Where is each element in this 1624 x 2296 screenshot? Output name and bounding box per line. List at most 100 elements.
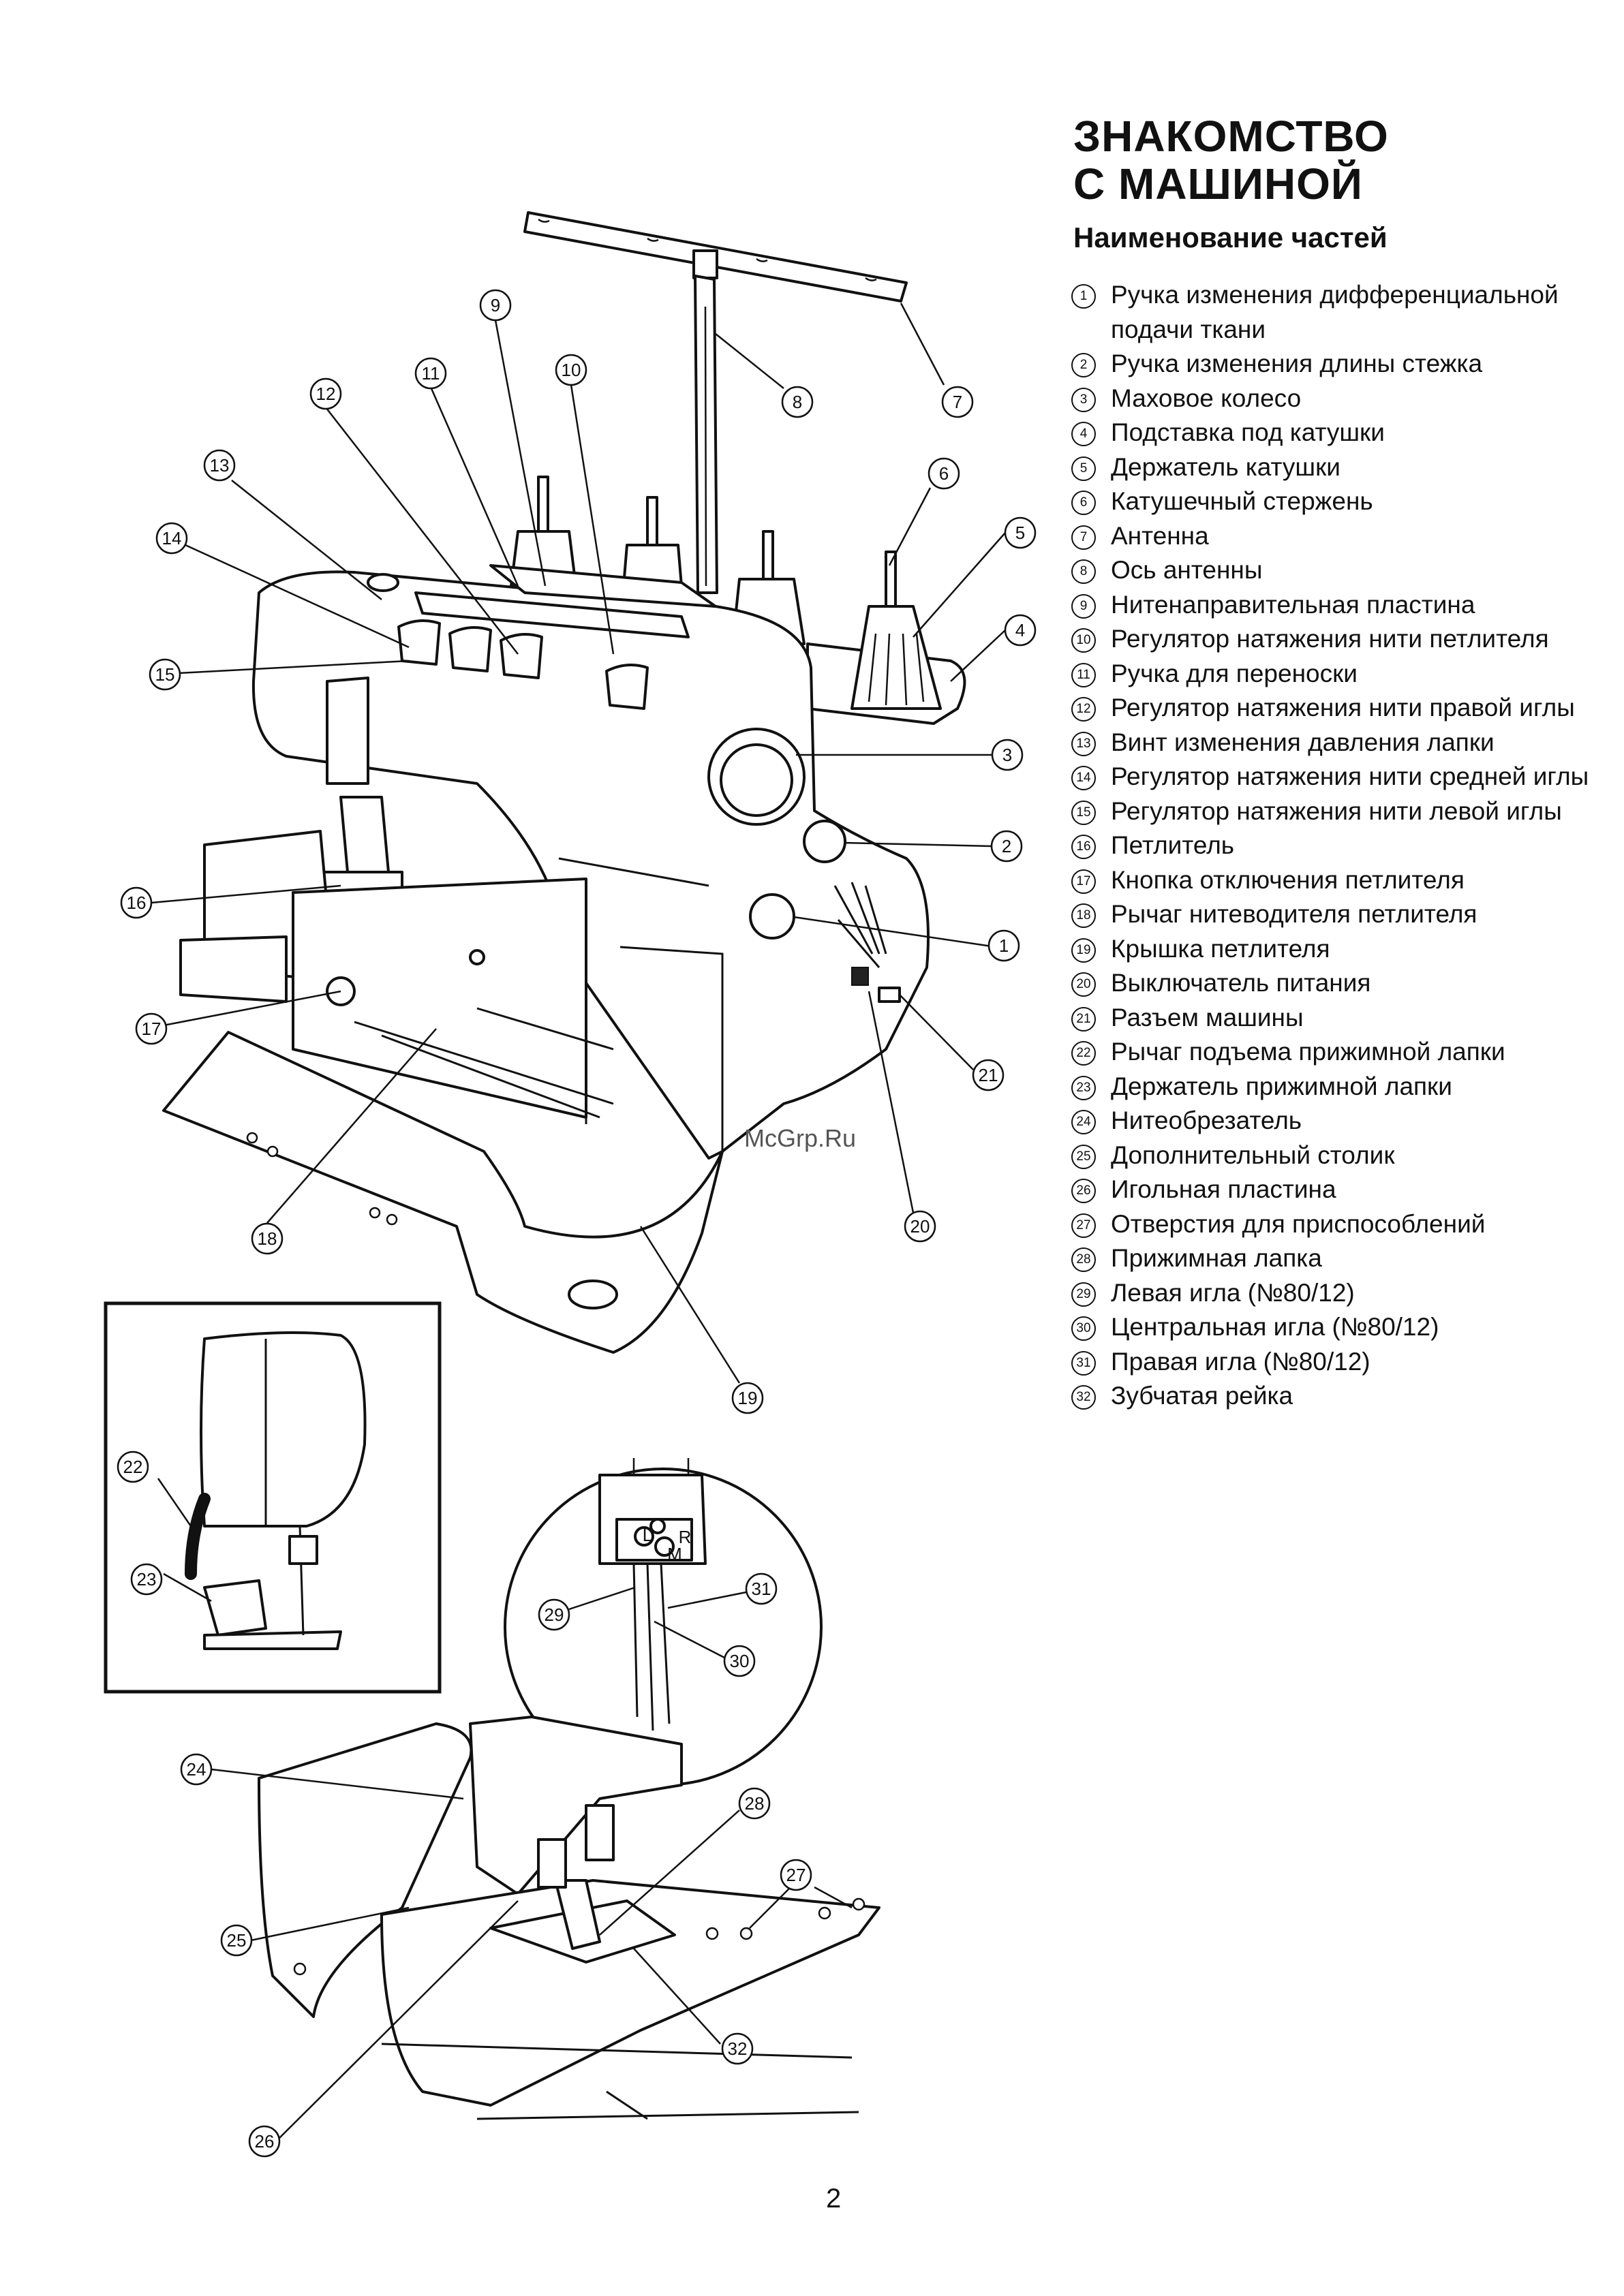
callout-6: 6	[928, 457, 960, 490]
part-number-badge: 32	[1071, 1385, 1096, 1410]
callout-31: 31	[745, 1572, 778, 1605]
part-number-badge: 31	[1071, 1350, 1096, 1376]
inset-presser-lever-drawing	[104, 1301, 442, 1694]
callout-8: 8	[781, 386, 814, 418]
part-number-badge: 1	[1071, 284, 1096, 309]
part-number-badge: 3	[1071, 387, 1096, 412]
part-number-badge: 18	[1071, 903, 1096, 928]
callout-13: 13	[203, 449, 236, 482]
part-number-badge: 26	[1071, 1179, 1096, 1203]
part-label: Зубчатая рейка	[1111, 1382, 1293, 1410]
part-label: Петлитель	[1111, 831, 1235, 859]
callout-14: 14	[155, 522, 188, 555]
svg-text:3: 3	[1002, 745, 1012, 765]
parts-list-item: 8 Ось антенны	[1071, 553, 1610, 588]
svg-text:15: 15	[155, 664, 175, 685]
callout-5: 5	[1004, 516, 1037, 549]
part-number-badge: 21	[1071, 1006, 1096, 1031]
callout-29: 29	[538, 1598, 570, 1631]
parts-list-item: 32 Зубчатая рейка	[1071, 1379, 1610, 1414]
machine-bed-drawing	[179, 830, 614, 1119]
parts-list-item: 18 Рычаг нитеводителя петлителя	[1071, 897, 1610, 932]
part-number-badge: 20	[1071, 972, 1096, 997]
parts-list-item: 28 Прижимная лапка	[1071, 1241, 1610, 1276]
svg-text:7: 7	[953, 392, 962, 412]
spools-drawing	[510, 476, 942, 710]
part-label: Маховое колесо	[1111, 384, 1302, 412]
part-number-badge: 25	[1071, 1144, 1096, 1169]
part-label: Катушечный стержень	[1111, 487, 1373, 515]
svg-text:30: 30	[730, 1651, 750, 1671]
callout-18: 18	[251, 1222, 284, 1255]
svg-text:11: 11	[422, 363, 440, 384]
part-number-badge: 5	[1071, 456, 1096, 481]
part-label: Правая игла (№80/12)	[1111, 1347, 1370, 1376]
section-subtitle: Наименование частей	[1073, 221, 1388, 253]
callout-9: 9	[479, 289, 512, 322]
part-label: Ручка для переноски	[1111, 659, 1358, 687]
svg-text:22: 22	[123, 1457, 143, 1477]
part-number-badge: 23	[1071, 1075, 1096, 1100]
part-label: Ось антенны	[1111, 556, 1263, 584]
svg-text:31: 31	[752, 1579, 771, 1599]
svg-text:10: 10	[562, 360, 581, 380]
part-label: Отверстия для приспособлений	[1111, 1209, 1486, 1238]
needle-mark-middle: M	[667, 1544, 682, 1564]
part-number-badge: 8	[1071, 559, 1096, 584]
part-label: Дополнительный столик	[1111, 1141, 1395, 1169]
part-label: Держатель прижимной лапки	[1111, 1072, 1452, 1100]
parts-list-item: 25 Дополнительный столик	[1071, 1138, 1610, 1173]
page-title-line-1: ЗНАКОМСТВО	[1073, 112, 1389, 161]
part-label: Регулятор натяжения нити средней иглы	[1111, 762, 1589, 790]
part-number-badge: 17	[1071, 869, 1096, 894]
svg-text:6: 6	[939, 463, 949, 484]
part-number-badge: 27	[1071, 1213, 1096, 1238]
callout-23: 23	[130, 1563, 163, 1596]
overlock-body-drawing	[251, 564, 930, 1160]
part-label: Рычаг нитеводителя петлителя	[1111, 900, 1477, 928]
svg-text:23: 23	[137, 1569, 157, 1589]
svg-text:28: 28	[745, 1793, 765, 1814]
callout-28: 28	[738, 1787, 771, 1820]
callout-27: 27	[780, 1859, 812, 1891]
part-number-badge: 28	[1071, 1247, 1096, 1272]
svg-text:21: 21	[979, 1065, 998, 1085]
part-label: Нитеобрезатель	[1111, 1106, 1302, 1134]
svg-text:20: 20	[910, 1216, 930, 1237]
svg-text:5: 5	[1015, 523, 1025, 543]
part-label: Нитенаправительная пластина	[1111, 590, 1475, 619]
svg-text:4: 4	[1015, 620, 1025, 640]
part-label: Прижимная лапка	[1111, 1244, 1322, 1272]
callout-32: 32	[721, 2032, 754, 2065]
svg-text:8: 8	[793, 392, 802, 412]
svg-text:2: 2	[1002, 836, 1011, 856]
callout-30: 30	[723, 1645, 756, 1677]
looper-cover-drawing	[162, 1031, 724, 1354]
page-number: 2	[826, 2184, 842, 2214]
part-label: Регулятор натяжения нити правой иглы	[1111, 694, 1575, 722]
leader-lines	[151, 302, 1006, 2140]
parts-list-item: 27 Отверстия для приспособлений	[1071, 1207, 1610, 1242]
part-label: Регулятор натяжения нити петлителя	[1111, 625, 1549, 653]
svg-text:25: 25	[227, 1930, 247, 1951]
part-label: Разъем машины	[1111, 1003, 1304, 1031]
part-number-badge: 29	[1071, 1282, 1096, 1307]
part-label: Центральная игла (№80/12)	[1111, 1313, 1439, 1341]
callout-24: 24	[180, 1753, 213, 1786]
svg-text:24: 24	[187, 1759, 206, 1780]
part-number-badge: 2	[1071, 353, 1096, 377]
callout-1: 1	[987, 929, 1020, 962]
parts-list-item: 3 Маховое колесо	[1071, 382, 1610, 416]
part-number-badge: 16	[1071, 835, 1096, 859]
